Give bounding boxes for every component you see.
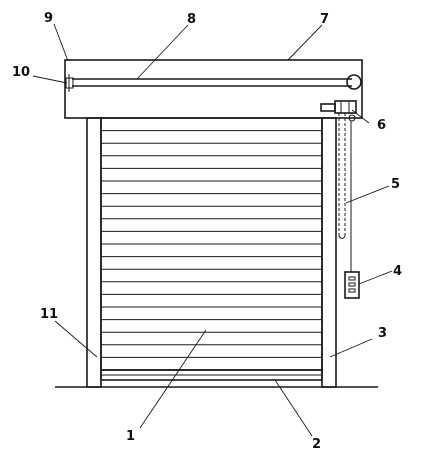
leader-10 [32,75,68,84]
shutter-curtain [100,117,323,371]
guide-rails [86,117,337,388]
left-shaft-bearing [65,74,74,92]
leader-1 [139,329,207,429]
hand-chain [338,113,346,239]
label-4: 4 [393,264,402,279]
label-11: 11 [40,307,58,322]
label-1: 1 [126,429,135,444]
leader-4 [358,270,393,285]
label-5: 5 [391,177,400,192]
label-10: 10 [12,65,30,80]
leader-3 [329,338,373,358]
leader-7 [287,24,323,61]
label-7: 7 [320,12,329,27]
leader-6 [351,109,370,124]
top-housing-box [64,59,363,119]
control-box [344,271,360,299]
leader-2 [274,379,313,437]
label-6: 6 [377,118,386,133]
right-end-drum [346,74,362,90]
label-3: 3 [378,326,387,341]
label-2: 2 [312,437,321,452]
leader-lines [32,23,393,437]
roller-shaft [72,78,352,87]
leader-11 [54,320,98,358]
leader-8 [136,24,189,80]
label-9: 9 [44,11,53,26]
label-8: 8 [187,12,196,27]
part-number-labels: 1 2 3 4 5 6 7 8 9 10 11 [12,11,402,452]
leader-5 [345,185,390,204]
leader-9 [53,23,69,62]
